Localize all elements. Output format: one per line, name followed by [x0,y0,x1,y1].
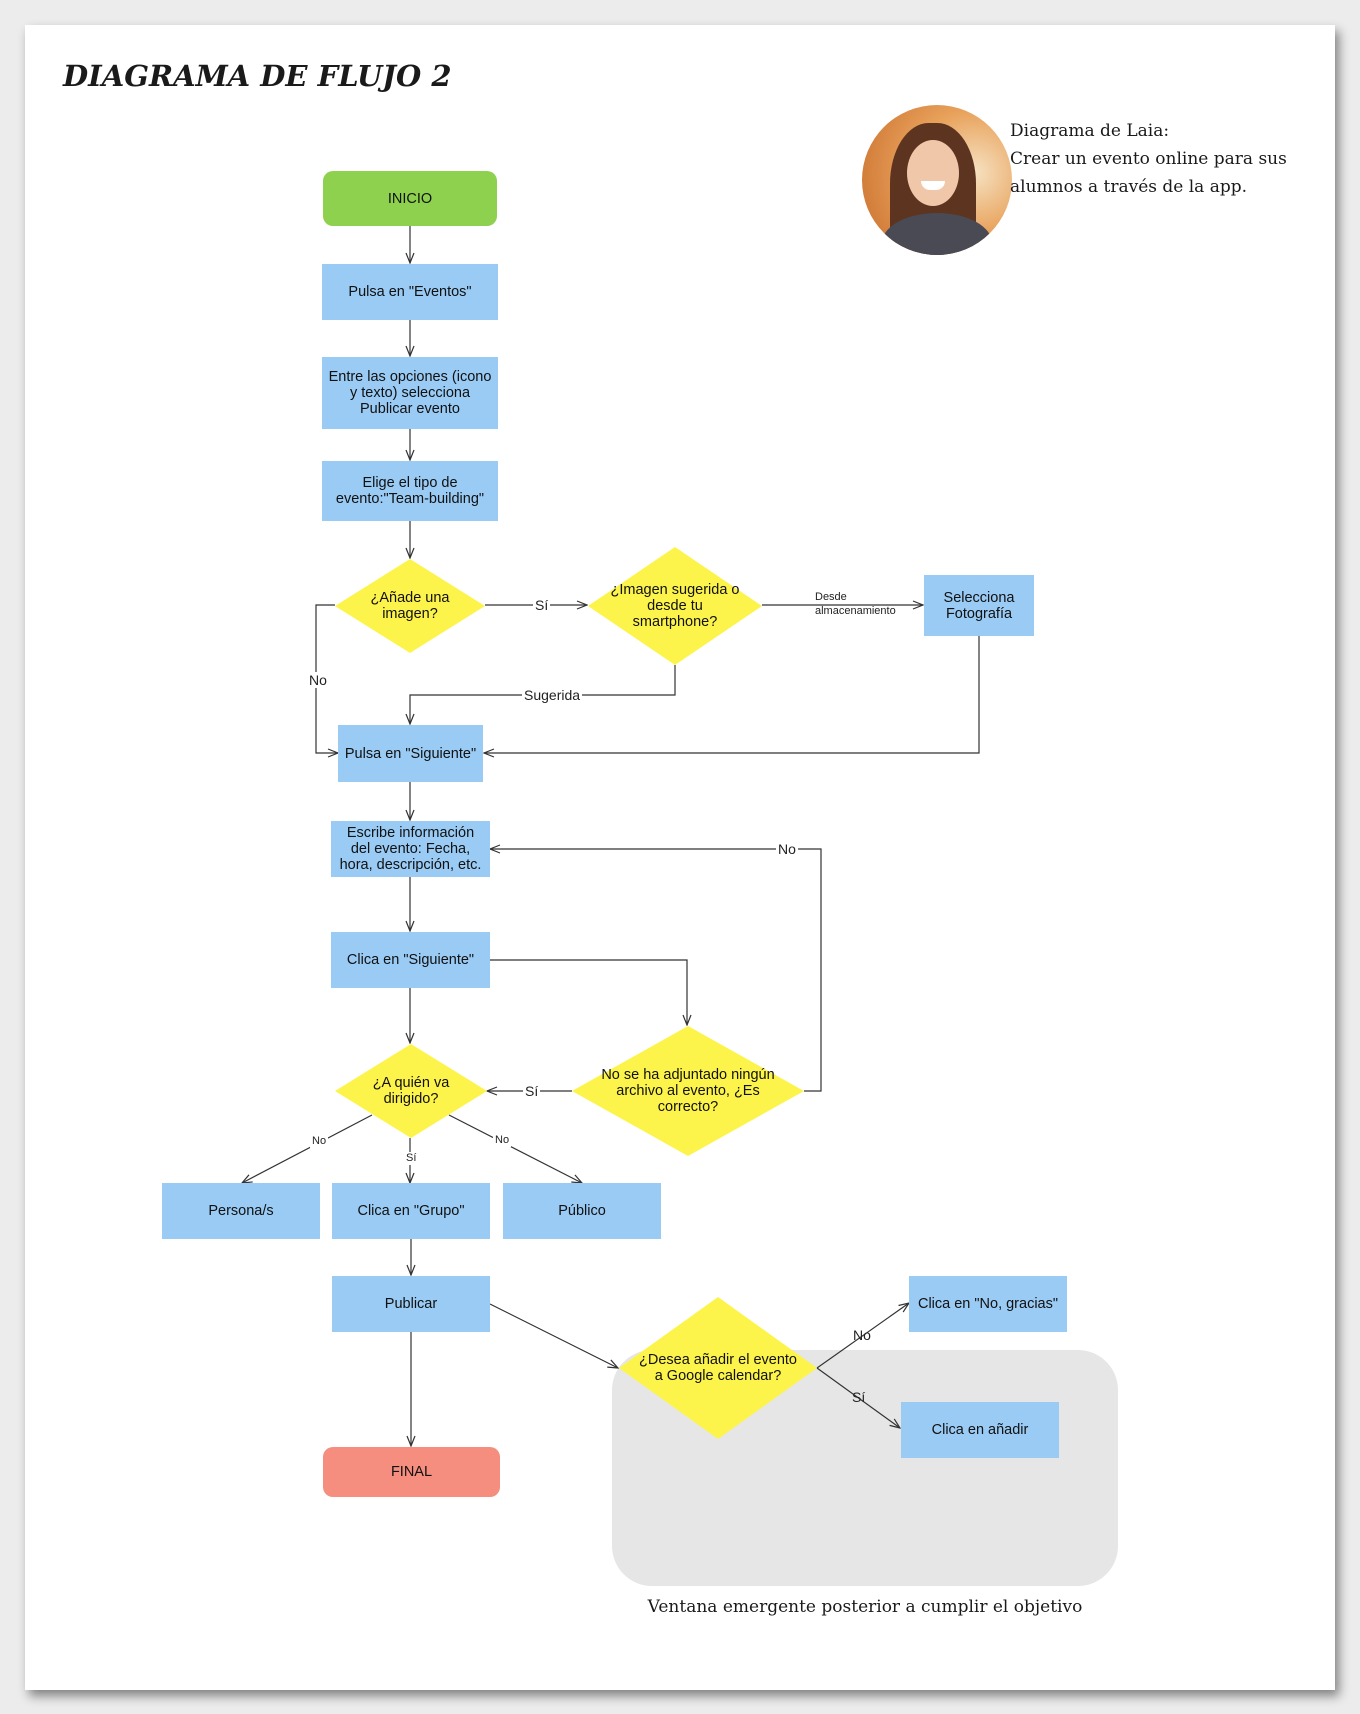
step-clica-siguiente: Clica en "Siguiente" [331,932,490,988]
step-selecciona-fotografia: Selecciona Fotografía [924,575,1034,636]
start-node: INICIO [323,171,497,226]
edge-foto-siguiente [484,636,980,753]
decision-a-quien: ¿A quién va dirigido? [335,1044,487,1138]
edge-label-no-calendar: No [853,1327,871,1343]
edge-label-no-imagen: No [307,672,329,688]
diagram-description: Diagrama de Laia: Crear un evento online… [1010,117,1287,201]
decision-anade-imagen: ¿Añade una imagen? [335,559,485,653]
popup-caption: Ventana emergente posterior a cumplir el… [647,1597,1083,1617]
edge-label-si-archivo: Sí [523,1083,541,1099]
decision-google-calendar-label: ¿Desea añadir el evento a Google calenda… [639,1352,797,1384]
edge-publicar-calendar [489,1303,618,1368]
edge-label-si-calendar: Sí [852,1389,866,1405]
edge-aquien-personas [242,1114,373,1183]
edge-label-sugerida: Sugerida [522,687,583,703]
step-escribe-informacion: Escribe información del evento: Fecha, h… [331,821,490,877]
step-tipo-evento: Elige el tipo de evento:"Team-building" [322,461,498,521]
diagram-title: DIAGRAMA DE FLUJO 2 [63,59,452,93]
step-publicar: Publicar [332,1276,490,1332]
step-selecciona-publicar: Entre las opciones (icono y texto) selec… [322,357,498,429]
edge-archivo-no [490,849,822,1092]
decision-anade-imagen-label: ¿Añade una imagen? [370,590,450,622]
decision-google-calendar: ¿Desea añadir el evento a Google calenda… [619,1297,817,1439]
description-line-1: Diagrama de Laia: [1010,121,1170,141]
edge-siguiente2-archivo [490,959,687,1025]
step-publico: Público [503,1183,661,1239]
author-avatar [862,105,1012,255]
step-clica-grupo: Clica en "Grupo" [332,1183,490,1239]
edge-label-no-archivo: No [776,841,798,857]
step-pulsa-eventos: Pulsa en "Eventos" [322,264,498,320]
edge-label-si-grupo: Sí [404,1152,419,1165]
edge-label-no-publico: No [493,1134,512,1147]
end-node: FINAL [323,1447,500,1497]
edge-label-no-personas: No [310,1135,329,1148]
edge-aquien-publico [448,1114,582,1183]
edge-label-almacenamiento: almacenamiento [815,605,896,617]
edge-label-desde: Desde [815,591,847,603]
decision-sin-archivo: No se ha adjuntado ningún archivo al eve… [572,1026,804,1156]
step-pulsa-siguiente: Pulsa en "Siguiente" [338,725,483,782]
edge-calendar-no [816,1303,909,1369]
step-clica-anadir: Clica en añadir [901,1402,1059,1458]
decision-a-quien-label: ¿A quién va dirigido? [372,1075,450,1107]
diagram-page: DIAGRAMA DE FLUJO 2 Diagrama de Laia: Cr… [25,25,1335,1690]
description-line-3: alumnos a través de la app. [1010,177,1248,197]
step-no-gracias: Clica en "No, gracias" [909,1276,1067,1332]
step-personas: Persona/s [162,1183,320,1239]
decision-sin-archivo-label: No se ha adjuntado ningún archivo al eve… [601,1067,775,1115]
edge-calendar-si [816,1367,900,1428]
connector-lines [25,226,980,1690]
decision-imagen-origen: ¿Imagen sugerida o desde tu smartphone? [588,547,762,665]
decision-imagen-origen-label: ¿Imagen sugerida o desde tu smartphone? [610,582,740,630]
description-line-2: Crear un evento online para sus [1010,149,1287,169]
edge-label-si-imagen: Sí [533,597,551,613]
